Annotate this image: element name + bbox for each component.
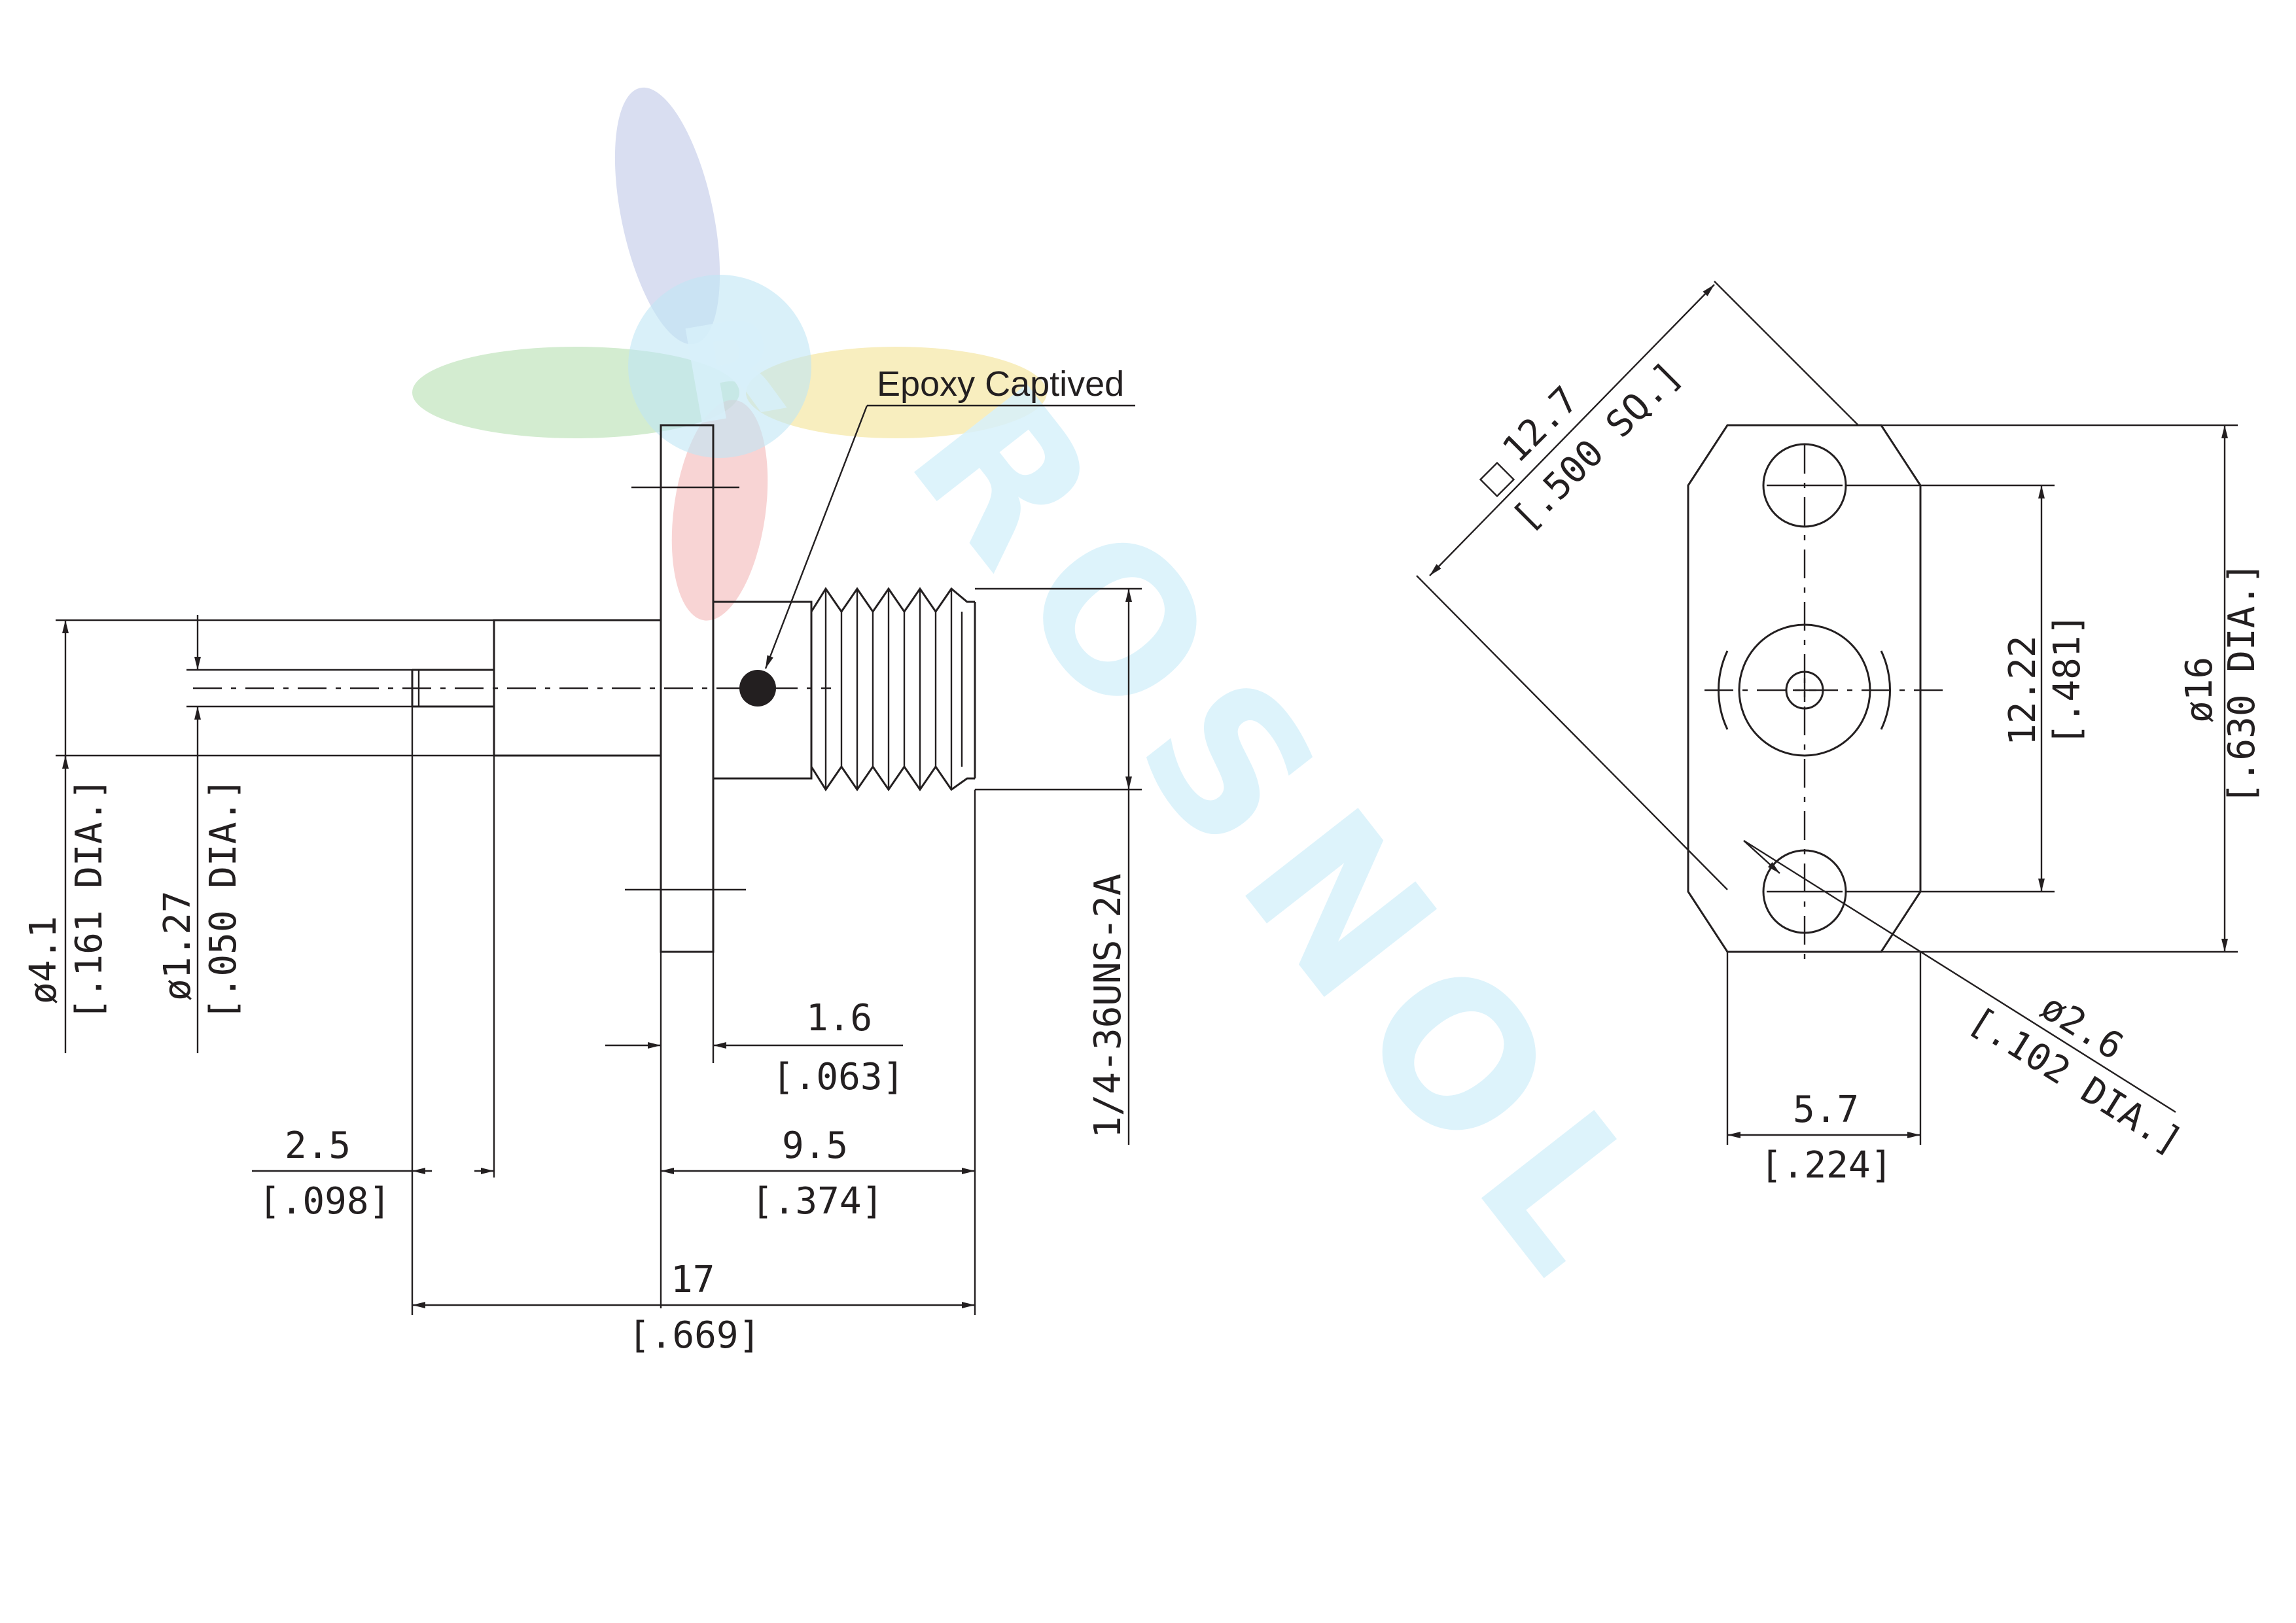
dim-12-22-mm: 12.22 bbox=[2002, 635, 2044, 746]
dim-4-1-mm: ø4.1 bbox=[22, 916, 65, 1004]
dim-2-6-arrow bbox=[1743, 840, 1780, 874]
dim-2-5-inch: [.098] bbox=[258, 1180, 391, 1223]
watermark: R ROSNOL bbox=[412, 87, 1706, 1332]
epoxy-callout: Epoxy Captived bbox=[877, 364, 1124, 404]
dim-16-inch: [.630 DIA.] bbox=[2221, 562, 2263, 805]
dim-1-27-mm: ø1.27 bbox=[156, 890, 199, 1001]
epoxy-leader bbox=[764, 405, 868, 669]
dim-17-inch: [.669] bbox=[628, 1314, 760, 1357]
dim-17-mm: 17 bbox=[671, 1259, 715, 1301]
dim-9-5-mm: 9.5 bbox=[782, 1125, 848, 1167]
thread-housing bbox=[713, 601, 813, 780]
logo-yellow-petal bbox=[746, 347, 1047, 438]
dim-1-6-inch: [.063] bbox=[772, 1056, 904, 1098]
dim-thread-spec: 1/4-36UNS-2A bbox=[1087, 873, 1129, 1138]
dim-1-27-inch: [.050 DIA.] bbox=[202, 778, 245, 1021]
dim-5-7-inch: [.224] bbox=[1760, 1144, 1892, 1187]
dim-1-6-mm: 1.6 bbox=[806, 997, 872, 1039]
dim-12-22-inch: [.481] bbox=[2046, 614, 2089, 746]
logo-red-petal bbox=[671, 400, 768, 621]
dim-16-mm: ø16 bbox=[2178, 657, 2221, 723]
dim-4-1-inch: [.161 DIA.] bbox=[68, 778, 111, 1021]
logo-center-disc bbox=[628, 275, 811, 458]
dim-12-7-line bbox=[1429, 284, 1715, 576]
epoxy-dot bbox=[739, 670, 776, 707]
dim-9-5-inch: [.374] bbox=[751, 1180, 883, 1223]
thread-bottom-profile bbox=[810, 765, 975, 792]
square-symbol bbox=[1479, 461, 1515, 498]
watermark-logo: R bbox=[412, 87, 1047, 621]
dim-2-6-leader bbox=[1743, 839, 2176, 1113]
dim-2-5-mm: 2.5 bbox=[285, 1125, 351, 1167]
dim-5-7-mm: 5.7 bbox=[1793, 1089, 1859, 1131]
watermark-text: ROSNOL bbox=[866, 346, 1706, 1332]
thread-teeth bbox=[810, 587, 976, 792]
side-view: Epoxy Captived ø4.1 [.161 DIA.] ø1.27 [.… bbox=[22, 364, 1142, 1357]
thread-top-profile bbox=[810, 587, 975, 614]
dim-12-7-ext-top bbox=[1714, 281, 1859, 426]
dim-12-7-ext-bottom bbox=[1416, 575, 1728, 890]
